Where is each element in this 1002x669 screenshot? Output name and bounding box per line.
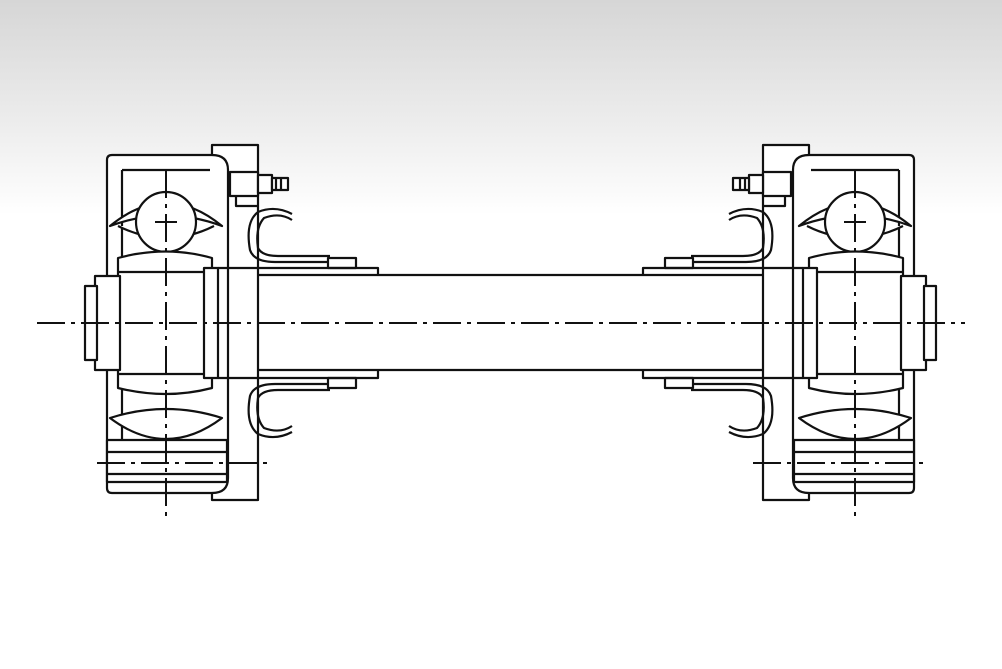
coupling-drawing (37, 143, 965, 522)
